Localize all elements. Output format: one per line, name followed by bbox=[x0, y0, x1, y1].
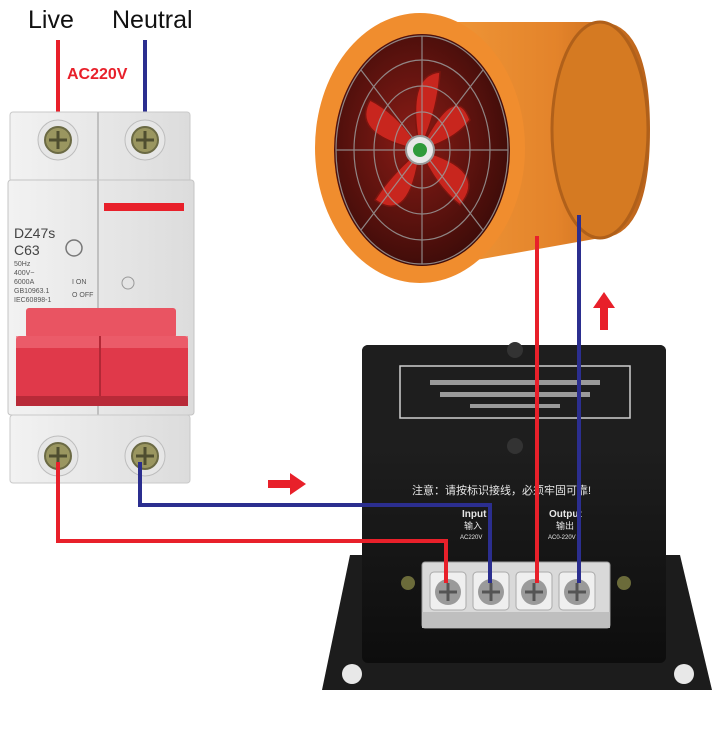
output-cn-label: 输出 bbox=[556, 520, 574, 531]
input-label: Input bbox=[462, 509, 487, 520]
breaker-spec-3: 6000A bbox=[14, 279, 35, 286]
flow-arrow-right-icon bbox=[268, 473, 306, 495]
neutral-label: Neutral bbox=[112, 6, 193, 34]
live-label: Live bbox=[28, 6, 74, 34]
controller-top-knob[interactable] bbox=[507, 342, 523, 358]
controller-notice: 注意：请按标识接线，必须牢固可靠! bbox=[412, 483, 591, 497]
breaker-rating: C63 bbox=[14, 242, 40, 258]
controller-top-face bbox=[362, 345, 666, 453]
fan-logo-icon bbox=[413, 143, 427, 157]
mount-hole-left bbox=[342, 664, 362, 684]
fan-rear-rim bbox=[550, 20, 650, 240]
terminal-block bbox=[421, 561, 611, 629]
circuit-breaker: DZ47s C63 50Hz 400V~ 6000A GB10963.1 IEC… bbox=[7, 111, 195, 484]
speed-controller: 注意：请按标识接线，必须牢固可靠! Input 输入 AC220V Output… bbox=[322, 342, 712, 690]
controller-front-knob[interactable] bbox=[507, 438, 523, 454]
output-label: Output bbox=[549, 509, 582, 520]
breaker-top-screw-right bbox=[124, 119, 166, 161]
breaker-spec-5: IEC60898-1 bbox=[14, 297, 51, 304]
input-cn-label: 输入 bbox=[464, 520, 482, 531]
breaker-off-label: O OFF bbox=[72, 292, 93, 299]
terminal-screw-2[interactable] bbox=[472, 571, 510, 611]
breaker-terminal-diagram-icon bbox=[121, 276, 135, 290]
input-neutral-wire bbox=[138, 462, 492, 583]
input-live-wire bbox=[56, 462, 448, 583]
side-screw-right bbox=[617, 576, 631, 590]
breaker-handle[interactable] bbox=[16, 308, 188, 406]
input-rating: AC220V bbox=[460, 535, 482, 541]
flow-arrow-up-icon bbox=[593, 292, 615, 330]
breaker-model: DZ47s bbox=[14, 225, 55, 241]
breaker-spec-4: GB10963.1 bbox=[14, 288, 50, 295]
breaker-top-screw-left bbox=[37, 119, 79, 161]
breaker-on-label: I ON bbox=[72, 279, 86, 286]
axial-fan bbox=[315, 13, 650, 283]
supply-voltage-label: AC220V bbox=[67, 66, 128, 83]
ccc-mark-icon bbox=[65, 239, 83, 257]
breaker-spec-1: 50Hz bbox=[14, 261, 31, 268]
terminal-screw-3[interactable] bbox=[515, 571, 553, 611]
side-screw-left bbox=[401, 576, 415, 590]
terminal-screw-1[interactable] bbox=[429, 571, 467, 611]
controller-label-plate bbox=[399, 365, 631, 419]
breaker-spec-2: 400V~ bbox=[14, 270, 34, 277]
breaker-indicator-bar bbox=[104, 203, 184, 211]
output-rating: AC0-220V bbox=[548, 535, 576, 541]
mount-hole-right bbox=[674, 664, 694, 684]
fan-guard-grill bbox=[335, 35, 509, 265]
terminal-screw-4[interactable] bbox=[558, 571, 596, 611]
breaker-bottom-screw-right bbox=[124, 435, 166, 477]
